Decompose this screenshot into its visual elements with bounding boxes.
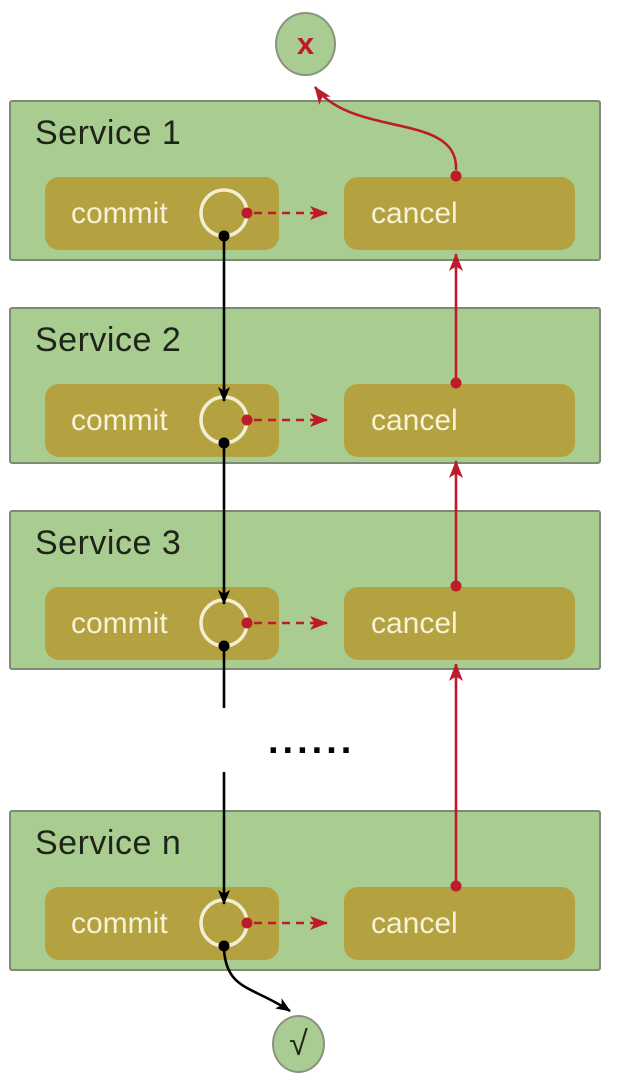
commit-label: commit <box>71 403 168 437</box>
commit-node: commit <box>45 587 279 660</box>
commit-node: commit <box>45 887 279 960</box>
service-box-n: Service n commit cancel <box>9 810 601 971</box>
failure-node: x <box>275 12 336 76</box>
cancel-node: cancel <box>344 384 575 457</box>
commit-label: commit <box>71 906 168 940</box>
service-title: Service n <box>35 824 182 862</box>
cancel-node: cancel <box>344 887 575 960</box>
cancel-label: cancel <box>371 403 458 437</box>
service-title: Service 2 <box>35 321 182 359</box>
commit-node: commit <box>45 384 279 457</box>
failure-x-icon: x <box>296 26 315 61</box>
commit-label: commit <box>71 606 168 640</box>
service-title: Service 3 <box>35 524 182 562</box>
service-box-3: Service 3 commit cancel <box>9 510 601 670</box>
cancel-node: cancel <box>344 587 575 660</box>
cancel-label: cancel <box>371 606 458 640</box>
service-box-1: Service 1 commit cancel <box>9 100 601 261</box>
commit-node: commit <box>45 177 279 250</box>
success-node: √ <box>272 1015 325 1073</box>
success-check-icon: √ <box>289 1024 308 1063</box>
cancel-label: cancel <box>371 196 458 230</box>
cancel-node: cancel <box>344 177 575 250</box>
cancel-label: cancel <box>371 906 458 940</box>
service-box-2: Service 2 commit cancel <box>9 307 601 464</box>
commit-label: commit <box>71 196 168 230</box>
service-title: Service 1 <box>35 114 182 152</box>
continuation-dots: ...... <box>268 720 356 762</box>
